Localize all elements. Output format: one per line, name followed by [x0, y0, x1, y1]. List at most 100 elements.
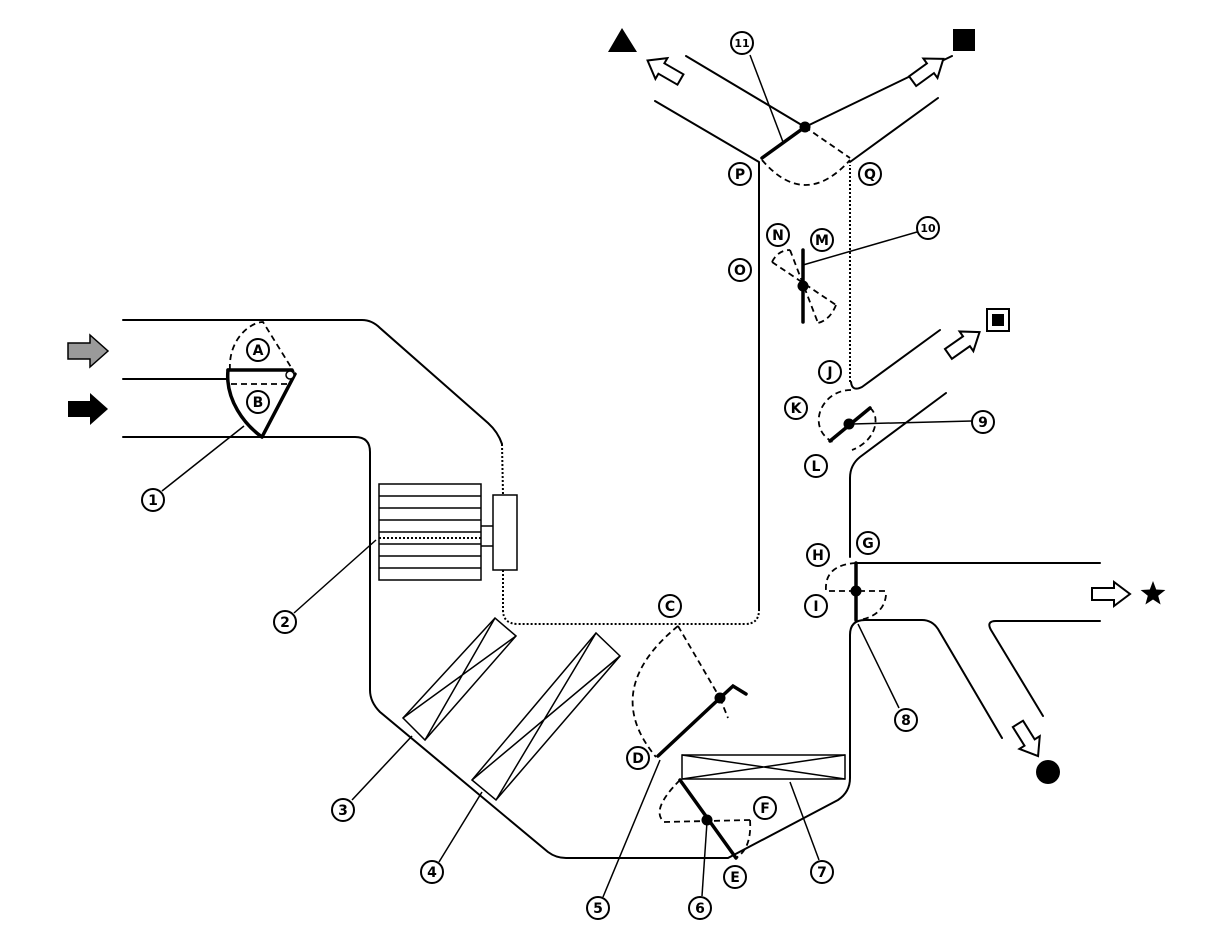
leader-9 — [851, 420, 973, 425]
label-p-text: P — [735, 167, 745, 183]
inner-wall-dotted-lower — [502, 570, 760, 625]
right-outlet-lower-wall — [988, 620, 1101, 717]
label-e: E — [723, 865, 747, 889]
label-7-text: 7 — [817, 865, 827, 881]
door-11 — [760, 121, 851, 186]
label-f: F — [753, 796, 777, 820]
label-a: A — [246, 338, 270, 362]
leader-10 — [802, 231, 918, 266]
label-4: 4 — [420, 860, 444, 884]
label-2: 2 — [273, 610, 297, 634]
label-10-text: 10 — [920, 222, 936, 235]
label-j: J — [818, 360, 842, 384]
label-c: C — [658, 594, 682, 618]
label-k-text: K — [791, 401, 803, 417]
side-outlet-upper-wall — [850, 329, 941, 390]
star-icon — [1140, 581, 1166, 605]
label-8: 8 — [894, 708, 918, 732]
label-11-text: 11 — [734, 37, 749, 50]
label-8-text: 8 — [901, 713, 911, 729]
label-o-text: O — [734, 263, 746, 279]
label-k: K — [784, 396, 808, 420]
filled-square-icon — [953, 29, 975, 51]
label-2-text: 2 — [280, 615, 290, 631]
label-n: N — [766, 223, 790, 247]
label-g-text: G — [862, 536, 874, 552]
heater-core-7 — [681, 754, 846, 780]
leader-7 — [789, 781, 820, 861]
lower-outer-wall — [122, 436, 1003, 859]
label-a-text: A — [253, 343, 264, 359]
upper-left-outlet-arrow-icon — [646, 56, 685, 87]
label-9: 9 — [971, 410, 995, 434]
side-outlet-arrow-icon — [943, 330, 981, 361]
filled-circle-icon — [1036, 760, 1060, 784]
label-j-text: J — [826, 365, 832, 381]
side-outlet-lower-wall — [849, 392, 947, 558]
label-1: 1 — [141, 488, 165, 512]
label-d-text: D — [632, 751, 644, 767]
inner-wall-dotted-upper — [501, 443, 504, 496]
label-m: M — [810, 228, 834, 252]
label-6-text: 6 — [695, 901, 705, 917]
label-l-text: L — [812, 459, 821, 475]
leader-11 — [749, 54, 784, 143]
leader-5 — [602, 759, 661, 898]
label-7: 7 — [810, 860, 834, 884]
label-5: 5 — [586, 896, 610, 920]
door-8 — [825, 561, 887, 622]
core-4 — [470, 631, 622, 802]
center-vertical-wall — [654, 100, 760, 611]
black-arrow-icon — [68, 393, 108, 425]
label-p: P — [728, 162, 752, 186]
label-i-text: I — [813, 599, 818, 615]
label-4-text: 4 — [427, 865, 437, 881]
inlet-door — [226, 321, 297, 439]
filter-stack — [378, 483, 518, 581]
door-5 — [631, 625, 748, 758]
upper-inlet-wall — [122, 319, 503, 445]
door-9 — [817, 389, 877, 451]
label-5-text: 5 — [593, 901, 603, 917]
label-q: Q — [858, 162, 882, 186]
duct-walls — [122, 55, 1101, 859]
core-3 — [401, 616, 518, 742]
label-n-text: N — [772, 228, 784, 244]
label-h: H — [806, 543, 830, 567]
label-g: G — [856, 531, 880, 555]
door-6 — [658, 778, 752, 860]
label-h-text: H — [812, 548, 824, 564]
leader-4 — [438, 791, 483, 863]
leader-8 — [857, 623, 900, 709]
leader-2 — [293, 539, 377, 614]
outlet-arrows — [646, 56, 1132, 758]
boxed-square-icon — [986, 308, 1010, 332]
label-3-text: 3 — [338, 803, 348, 819]
label-m-text: M — [815, 233, 829, 249]
door-10 — [771, 248, 837, 324]
leader-3 — [351, 735, 413, 801]
label-l: L — [804, 454, 828, 478]
filled-triangle-icon — [608, 28, 637, 52]
label-i: I — [804, 594, 828, 618]
label-f-text: F — [760, 801, 770, 817]
label-9-text: 9 — [978, 415, 988, 431]
label-3: 3 — [331, 798, 355, 822]
label-11: 11 — [730, 31, 754, 55]
label-10: 10 — [916, 216, 940, 240]
label-c-text: C — [665, 599, 675, 615]
leader-1 — [161, 425, 245, 492]
label-b-text: B — [253, 395, 264, 411]
label-1-text: 1 — [148, 493, 158, 509]
gray-arrow-icon — [67, 333, 110, 369]
upper-right-outlet-arrow-icon — [907, 57, 945, 88]
label-6: 6 — [688, 896, 712, 920]
bottom-outlet-arrow-icon — [1011, 719, 1041, 758]
label-o: O — [728, 258, 752, 282]
leader-6 — [701, 821, 708, 897]
label-q-text: Q — [864, 167, 876, 183]
label-b: B — [246, 390, 270, 414]
label-d: D — [626, 746, 650, 770]
right-outlet-arrow-icon — [1091, 580, 1132, 608]
